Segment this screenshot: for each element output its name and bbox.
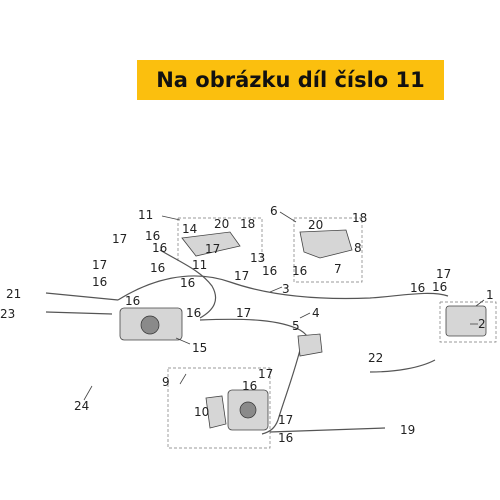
label-2: 2 <box>478 317 486 331</box>
label-17h: 17 <box>278 413 293 427</box>
caliper-15-piston <box>140 315 160 335</box>
label-22: 22 <box>368 351 383 365</box>
caliper-9-piston <box>239 401 257 419</box>
master-cylinder-6 <box>299 229 353 259</box>
label-16k: 16 <box>432 280 447 294</box>
label-17e: 17 <box>236 306 251 320</box>
label-20b: 20 <box>308 218 323 232</box>
box-9-outline <box>167 367 271 449</box>
leader-6 <box>279 211 297 223</box>
brake-cable-19 <box>269 427 386 433</box>
label-10: 10 <box>194 405 209 419</box>
label-17g: 17 <box>258 367 273 381</box>
leader-4 <box>299 312 311 319</box>
label-15: 15 <box>192 341 207 355</box>
label-8: 8 <box>354 241 362 255</box>
label-16j: 16 <box>410 281 425 295</box>
label-13: 13 <box>250 251 265 265</box>
label-16m: 16 <box>278 431 293 445</box>
label-20: 20 <box>214 217 229 231</box>
brake-cable-23 <box>45 311 113 315</box>
box-6-outline <box>293 217 363 283</box>
label-18: 18 <box>240 217 255 231</box>
label-23: 23 <box>0 307 15 321</box>
leader-1 <box>475 299 485 307</box>
label-16e: 16 <box>292 264 307 278</box>
label-16g: 16 <box>180 276 195 290</box>
label-17b: 17 <box>205 242 220 256</box>
label-11: 11 <box>192 258 207 272</box>
label-17f: 17 <box>436 267 451 281</box>
leader-12 <box>161 215 181 221</box>
label-19: 19 <box>400 423 415 437</box>
brake-cable-3 <box>117 275 449 301</box>
label-17d: 17 <box>234 269 249 283</box>
banner-text: Na obrázku díl číslo 11 <box>156 68 425 92</box>
leader-15 <box>175 337 191 345</box>
label-21: 21 <box>6 287 21 301</box>
brake-cable-22 <box>369 359 436 373</box>
lever-mount-14 <box>181 231 241 257</box>
box-12-outline <box>178 217 263 262</box>
label-17a: 17 <box>112 232 127 246</box>
label-16c: 16 <box>150 261 165 275</box>
label-14: 14 <box>182 222 197 236</box>
label-12: 11 <box>138 208 153 222</box>
label-16h: 16 <box>125 294 140 308</box>
label-9: 9 <box>162 375 170 389</box>
label-3: 3 <box>282 282 290 296</box>
part-number-banner: Na obrázku díl číslo 11 <box>137 60 444 100</box>
label-16i: 16 <box>186 306 201 320</box>
box-1-outline <box>439 301 497 343</box>
bracket-5 <box>297 333 323 357</box>
label-7: 7 <box>334 262 342 276</box>
label-16f: 16 <box>92 275 107 289</box>
label-5: 5 <box>292 319 300 333</box>
pad-10 <box>205 395 227 429</box>
label-16a: 16 <box>145 229 160 243</box>
label-17c: 17 <box>92 258 107 272</box>
label-6: 6 <box>270 204 278 218</box>
brake-cable-21 <box>45 292 119 301</box>
caliper-1 <box>445 305 487 337</box>
leader-3 <box>269 286 283 293</box>
brake-cable-11 <box>159 249 217 319</box>
label-24: 24 <box>74 399 89 413</box>
leader-9 <box>179 373 187 385</box>
label-16l: 16 <box>242 379 257 393</box>
label-16b: 16 <box>152 241 167 255</box>
label-4: 4 <box>312 306 320 320</box>
leader-24 <box>83 385 93 401</box>
label-1: 1 <box>486 288 494 302</box>
label-16d: 16 <box>262 264 277 278</box>
label-18b: 18 <box>352 211 367 225</box>
brake-cable-5 <box>261 349 301 435</box>
